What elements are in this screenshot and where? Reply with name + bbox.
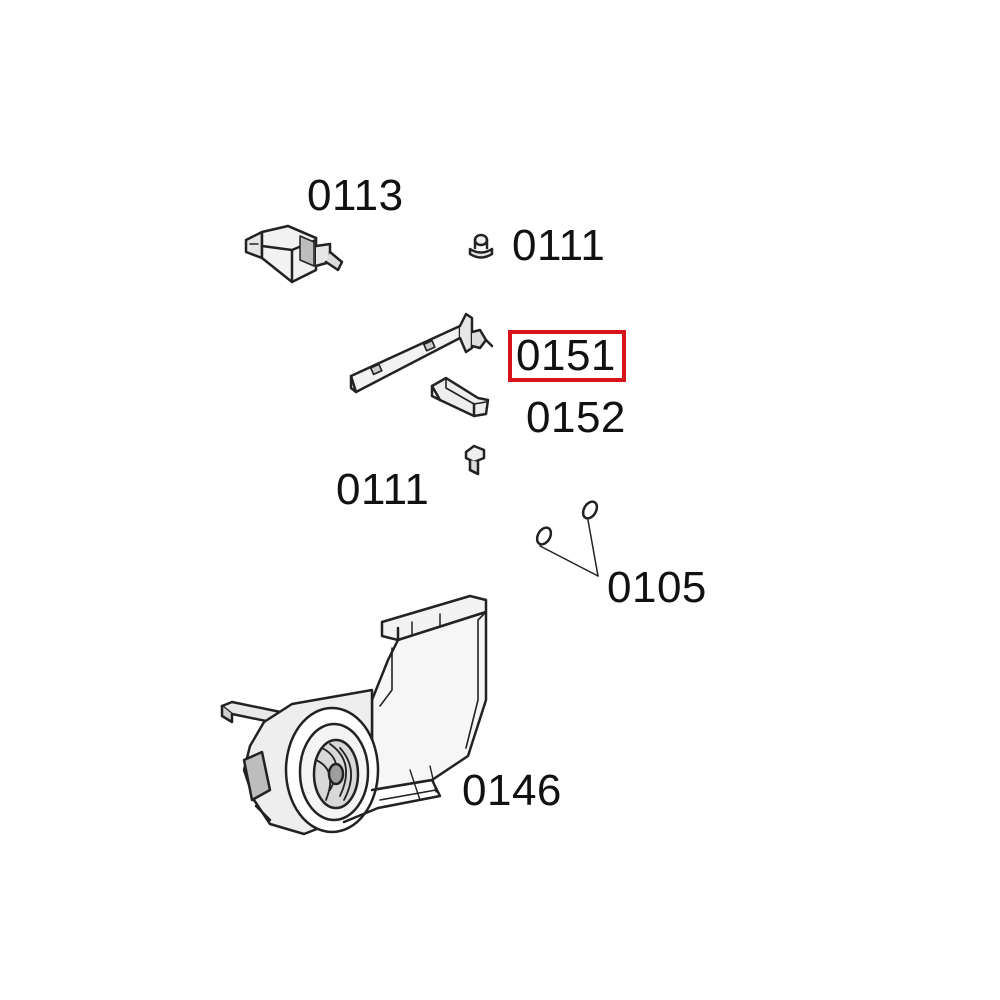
part-label-0146[interactable]: 0146 [462,766,562,815]
screw-upper-drawing [468,233,494,259]
part-label-0152[interactable]: 0152 [526,393,626,442]
part-label-0111-lower[interactable]: 0111 [336,465,430,514]
fan-assembly-drawing [220,594,488,836]
screw-lower-drawing [464,444,486,476]
part-label-0113[interactable]: 0113 [307,171,404,220]
bracket-part-drawing [349,312,494,394]
part-label-0151-highlighted[interactable]: 0151 [508,330,626,382]
switch-part-drawing [244,224,344,284]
part-label-0105[interactable]: 0105 [607,563,707,612]
latch-part-drawing [430,376,490,418]
part-label-0111-upper[interactable]: 0111 [512,221,606,270]
seal-rings-drawing [535,500,599,577]
